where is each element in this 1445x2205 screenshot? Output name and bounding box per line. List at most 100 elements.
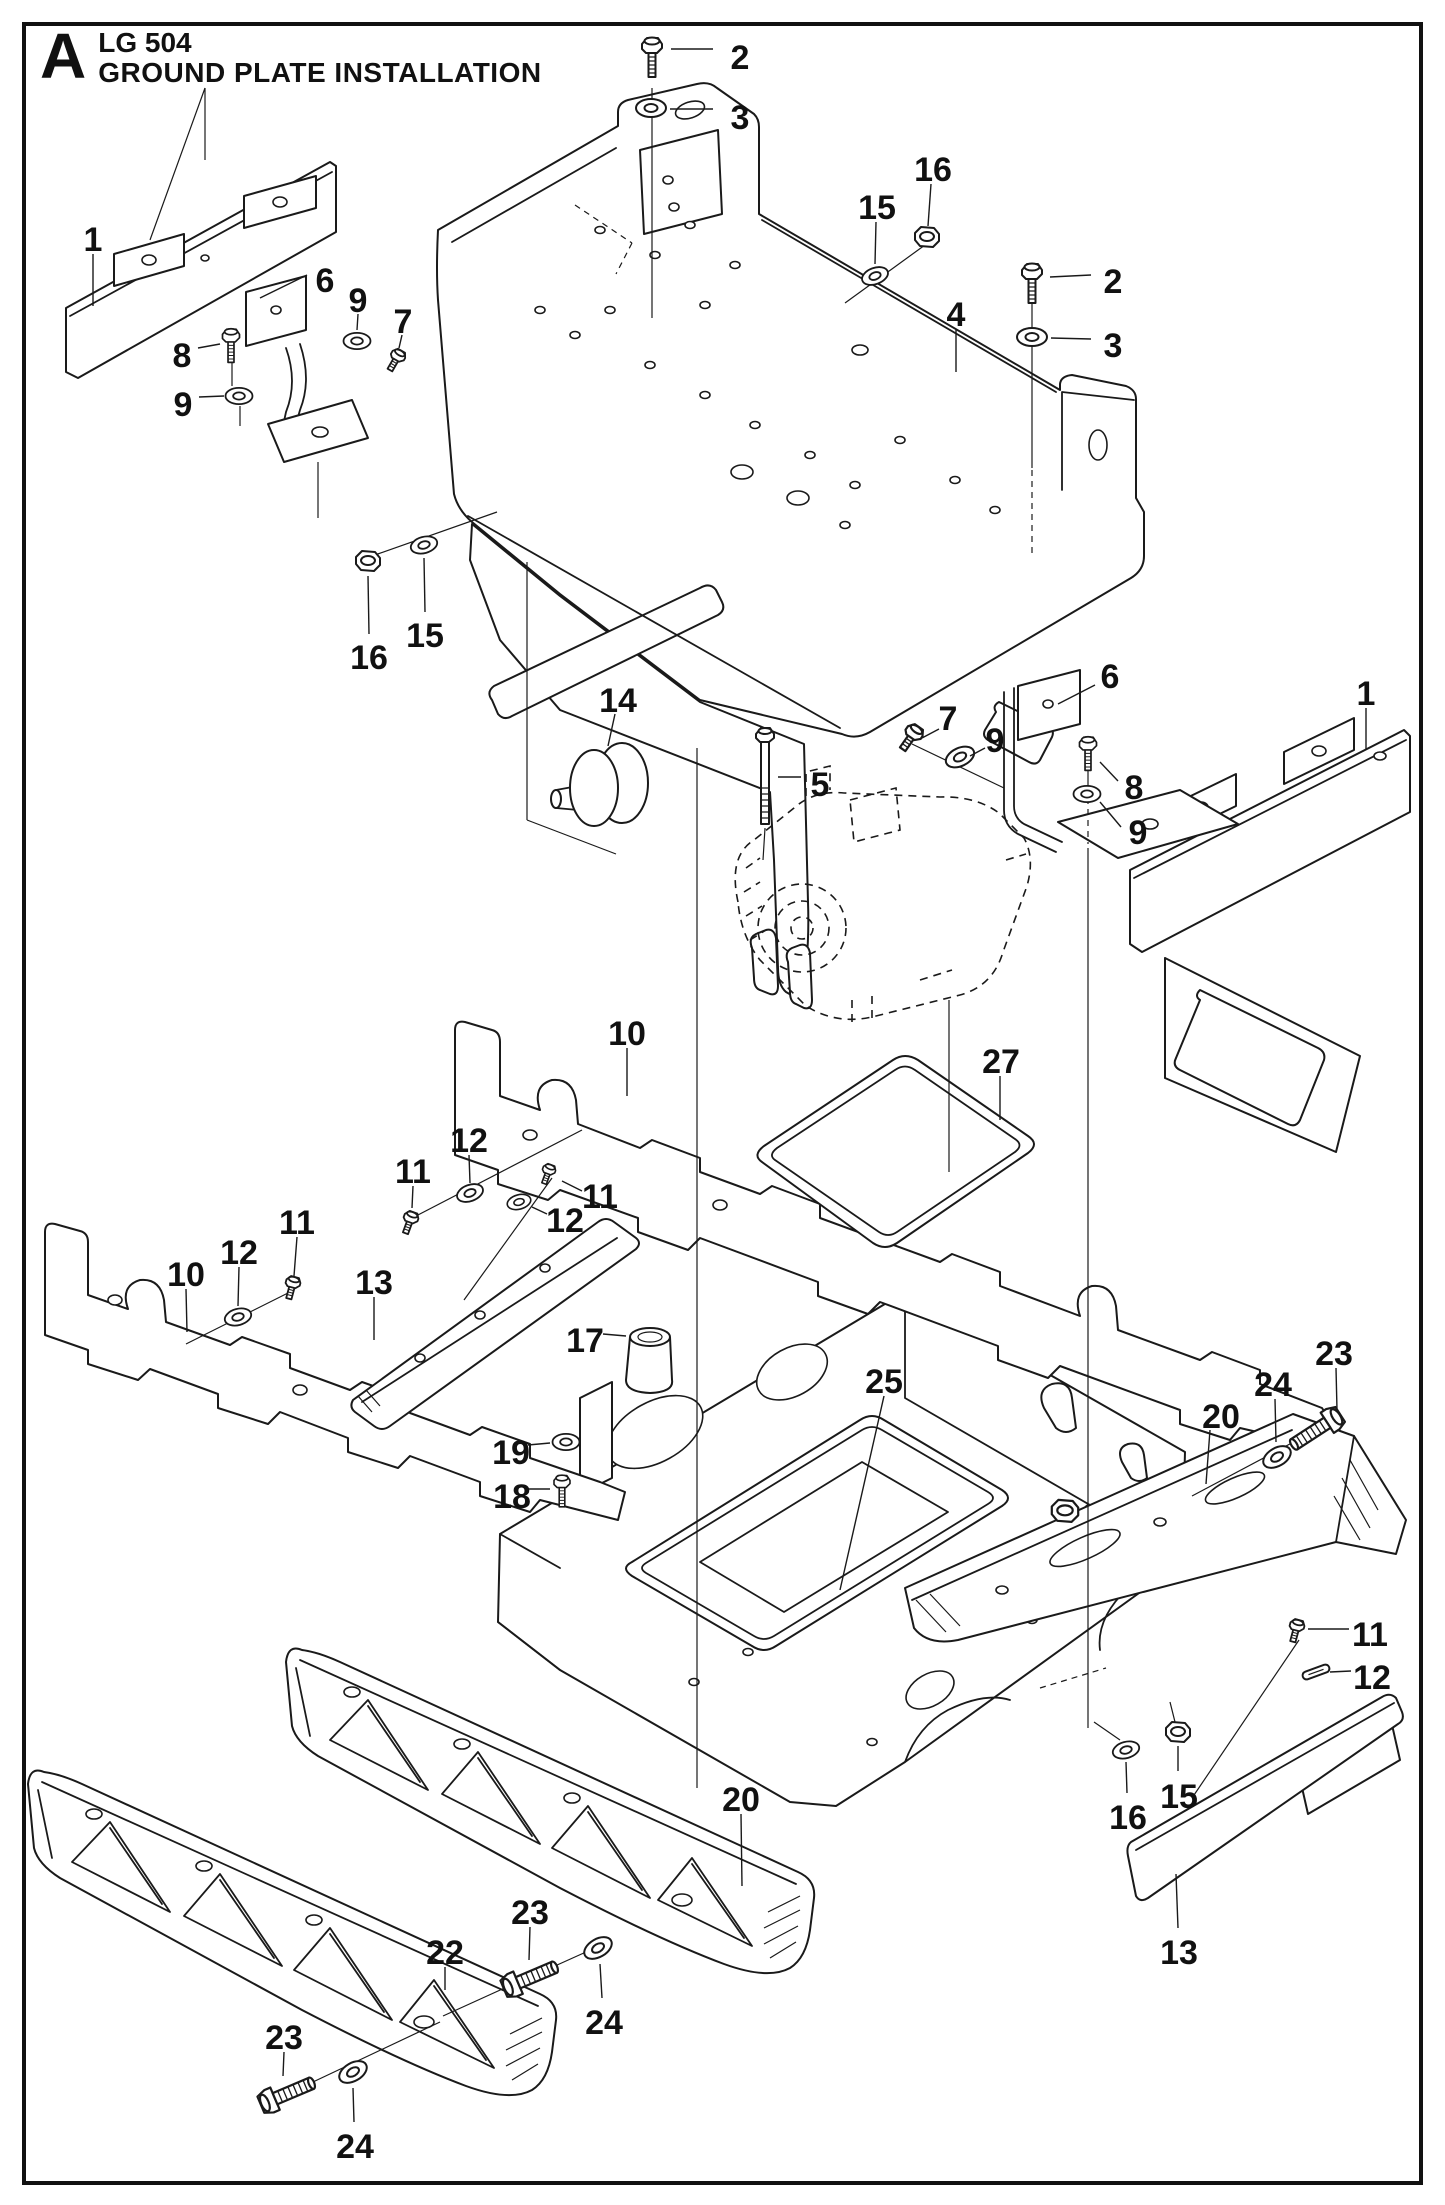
part-25-base-plate-assembly [497, 1291, 1186, 1807]
callout-leader [198, 395, 225, 398]
part-number-label: 13 [1160, 1934, 1198, 1972]
part-number-label: 16 [1109, 1799, 1147, 1837]
bolt-icon [1078, 735, 1098, 772]
callout-leader [352, 2087, 355, 2123]
assembly-line [415, 1129, 583, 1217]
deck-holes [534, 220, 1001, 530]
part-number-label: 16 [914, 151, 952, 189]
part-13-edge-strip-left [350, 1218, 640, 1430]
part-number-label: 16 [350, 639, 388, 677]
part-number-label: 25 [865, 1363, 903, 1401]
callout-leader [527, 1442, 551, 1446]
part-number-label: 10 [167, 1256, 205, 1294]
callout-leader [1274, 1398, 1277, 1443]
part-number-label: 2 [731, 39, 750, 77]
washer-icon [635, 98, 667, 118]
section-letter: A [40, 20, 86, 92]
part-6-right-support-bracket [1003, 669, 1239, 859]
callout-leader [293, 1236, 298, 1277]
part-number-label: 20 [722, 1781, 760, 1819]
callout-leader [528, 1926, 531, 1961]
part-number-label: 1 [84, 221, 103, 259]
assembly-line [442, 1985, 510, 2017]
washer-icon [579, 1931, 617, 1965]
callout-leader [1335, 1367, 1338, 1411]
washer-icon [551, 1433, 581, 1451]
part-number-label: 1 [1357, 675, 1376, 713]
assembly-line [1093, 1721, 1121, 1741]
assembly-line [463, 1177, 553, 1301]
callout-leader [531, 1206, 548, 1215]
part-number-label: 24 [585, 2004, 623, 2042]
washer-icon [504, 1191, 534, 1213]
part-number-label: 14 [599, 682, 637, 720]
callout-leader [1099, 801, 1122, 828]
part-number-label: 15 [1160, 1778, 1198, 1816]
callout-leader [1099, 761, 1119, 782]
part-number-label: 22 [426, 1934, 464, 1972]
hidden-line [1039, 1667, 1107, 1689]
callout-leader [969, 747, 986, 757]
callout-leader [1050, 337, 1092, 340]
callout-leader [607, 713, 616, 747]
part-27-gasket-ring [756, 1055, 1035, 1248]
title-block: A LG 504 GROUND PLATE INSTALLATION [40, 20, 542, 92]
callout-leader [185, 1288, 188, 1333]
part-number-label: 18 [493, 1478, 531, 1516]
part-number-label: 6 [1101, 658, 1120, 696]
callout-leader [927, 183, 932, 227]
callout-leader [1175, 1873, 1179, 1929]
nut-icon [1165, 1721, 1191, 1743]
part-number-label: 2 [1104, 263, 1123, 301]
part-number-label: 13 [355, 1264, 393, 1302]
part-4-main-frame [436, 82, 1145, 1010]
model-number: LG 504 [98, 27, 192, 58]
washer-icon [1109, 1737, 1143, 1763]
callout-leader [599, 1963, 603, 1999]
part-number-label: 3 [1104, 327, 1123, 365]
screw-icon [1284, 1617, 1307, 1645]
callout-leader [602, 1333, 627, 1337]
callout-leader [839, 1395, 885, 1591]
washer-icon [342, 331, 372, 351]
screw-icon [280, 1274, 303, 1302]
part-number-label: 17 [566, 1322, 604, 1360]
part-10-notched-plate-upper [454, 1020, 1331, 1449]
part-number-label: 15 [406, 617, 444, 655]
part-number-label: 9 [1129, 814, 1148, 852]
part-number-label: 10 [608, 1015, 646, 1053]
part-number-label: 23 [511, 1894, 549, 1932]
callout-leader [237, 1266, 240, 1307]
engine-reference-dashed [734, 764, 1032, 1028]
part-number-label: 23 [265, 2019, 303, 2057]
washer-icon [334, 2055, 372, 2089]
part-6-left-support-bracket [245, 275, 369, 463]
assembly-line [1191, 1639, 1300, 1799]
part-17-rubber-buffer [625, 1327, 674, 1394]
part-13-edge-strip-bottom-right [1126, 1693, 1404, 1902]
washer-icon [407, 532, 441, 558]
callout-leader [367, 575, 370, 635]
part-10-notched-plate-left [44, 1222, 626, 1521]
bolt-icon [1021, 262, 1043, 304]
part-number-label: 12 [546, 1202, 584, 1240]
callout-leader [468, 1154, 471, 1184]
part-number-label: 8 [173, 337, 192, 375]
callout-leader [1329, 1670, 1352, 1673]
washer-icon [224, 386, 254, 406]
screw-icon [894, 720, 927, 756]
part-number-label: 12 [450, 1122, 488, 1160]
part-14-rubber-mount [550, 742, 649, 827]
part-number-label: 12 [1353, 1659, 1391, 1697]
callout-leader [874, 221, 877, 265]
part-number-label: 8 [1125, 769, 1144, 807]
part-number-label: 3 [731, 99, 750, 137]
frame-right-lower-wall [1164, 957, 1361, 1153]
part-number-label: 9 [349, 282, 368, 320]
part-number-label: 11 [279, 1204, 315, 1242]
part-number-label: 7 [939, 700, 958, 738]
part-number-label: 5 [811, 766, 830, 804]
callout-leader [1205, 1429, 1211, 1485]
callout-leader [411, 1185, 414, 1209]
callout-leader [1125, 1761, 1128, 1794]
